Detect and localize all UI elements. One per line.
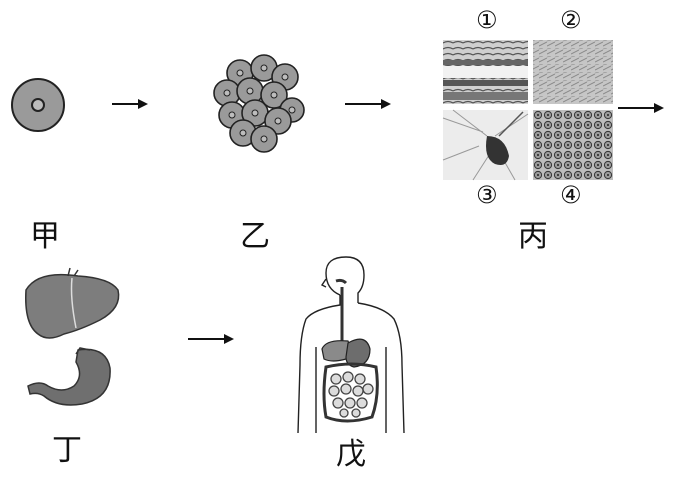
stage-label-jia: 甲 (30, 222, 60, 252)
cell-nucleus (32, 99, 44, 111)
tissue-micrographs (443, 40, 613, 180)
tissue-number-1: ① (476, 8, 498, 32)
organs-illustration (18, 268, 128, 413)
stage-label-wu: 戊 (336, 440, 366, 470)
tissue-panel-2 (533, 40, 613, 104)
stage-label-yi: 乙 (240, 222, 270, 252)
liver-icon (26, 268, 119, 338)
arrow-right-icon (188, 331, 234, 347)
stage-label-ding: 丁 (52, 436, 82, 466)
tissue-number-3: ③ (476, 183, 498, 207)
tissue-panel-3 (443, 110, 528, 180)
arrow-right-icon (618, 100, 664, 116)
arrow-right-icon (112, 96, 148, 112)
tissue-panel-1 (443, 40, 528, 104)
cell-cluster-illustration (210, 55, 305, 155)
single-cell-illustration (8, 75, 68, 135)
stomach-icon (28, 348, 110, 405)
human-digestive-system-illustration (296, 255, 408, 433)
stage-label-bing: 丙 (518, 222, 548, 252)
tissue-number-2: ② (560, 8, 582, 32)
tissue-panel-4 (533, 110, 613, 180)
tissue-number-4: ④ (560, 183, 582, 207)
arrow-right-icon (345, 96, 391, 112)
